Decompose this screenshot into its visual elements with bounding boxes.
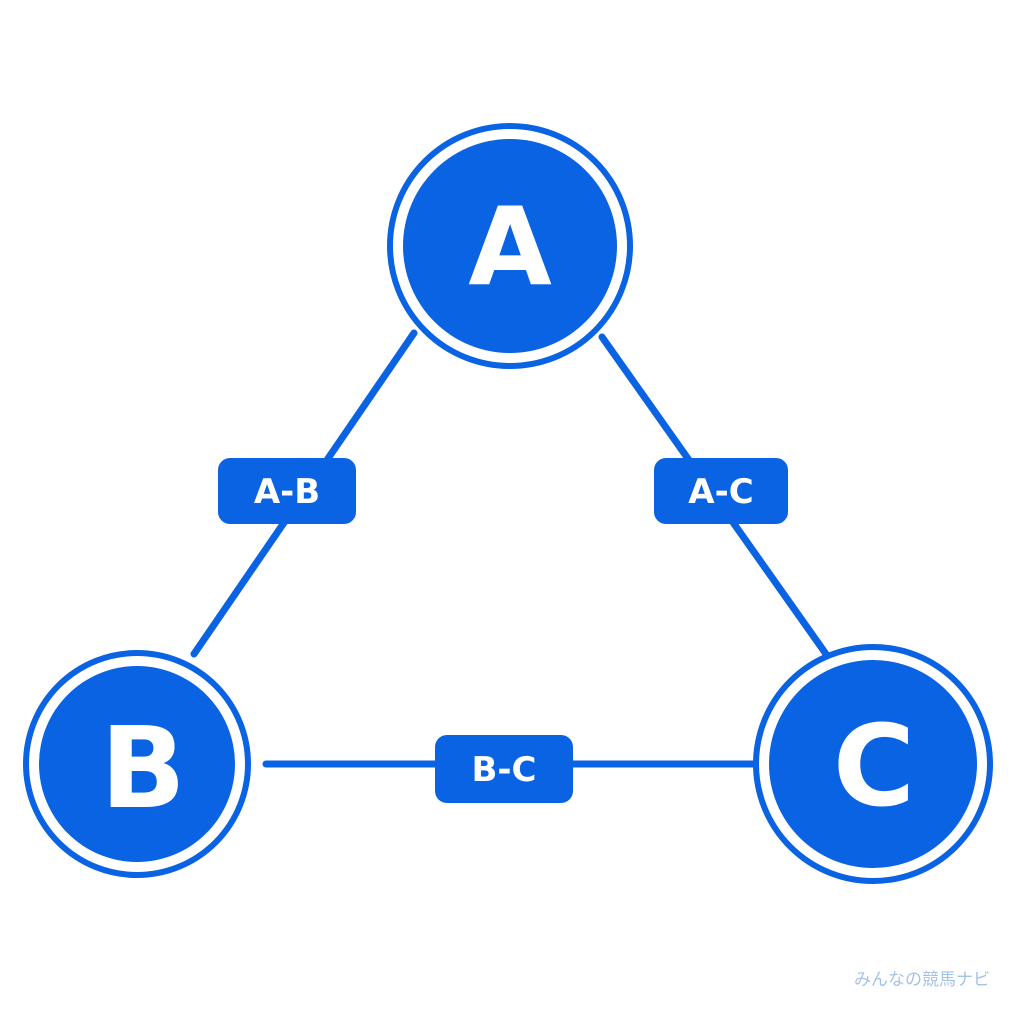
node-a-ring (387, 123, 633, 369)
watermark-text: みんなの競馬ナビ (854, 970, 990, 990)
node-b-label: B (100, 704, 185, 834)
edge-labels-layer: A-B A-C B-C (218, 458, 788, 803)
node-c-ring (753, 644, 993, 884)
edge-label-a-c: A-C (654, 458, 788, 524)
edge-label-a-b-pill (218, 458, 356, 524)
node-a: A (387, 123, 633, 369)
node-a-circle (403, 139, 617, 353)
edge-label-a-c-pill (654, 458, 788, 524)
edge-label-a-b-text: A-B (254, 472, 320, 512)
node-c-circle (769, 660, 977, 868)
edge-label-b-c-pill (435, 735, 573, 803)
edge-label-a-b: A-B (218, 458, 356, 524)
edge-label-a-c-text: A-C (688, 472, 753, 512)
node-b-circle (39, 666, 235, 862)
node-b-ring (23, 650, 251, 878)
edge-label-b-c-text: B-C (472, 750, 537, 790)
node-c-label: C (833, 702, 915, 832)
node-c: C (753, 644, 993, 884)
edge-label-b-c: B-C (435, 735, 573, 803)
node-a-label: A (468, 186, 552, 311)
nodes-layer: A B C (23, 123, 993, 884)
edges-layer (190, 329, 830, 768)
node-b: B (23, 650, 251, 878)
